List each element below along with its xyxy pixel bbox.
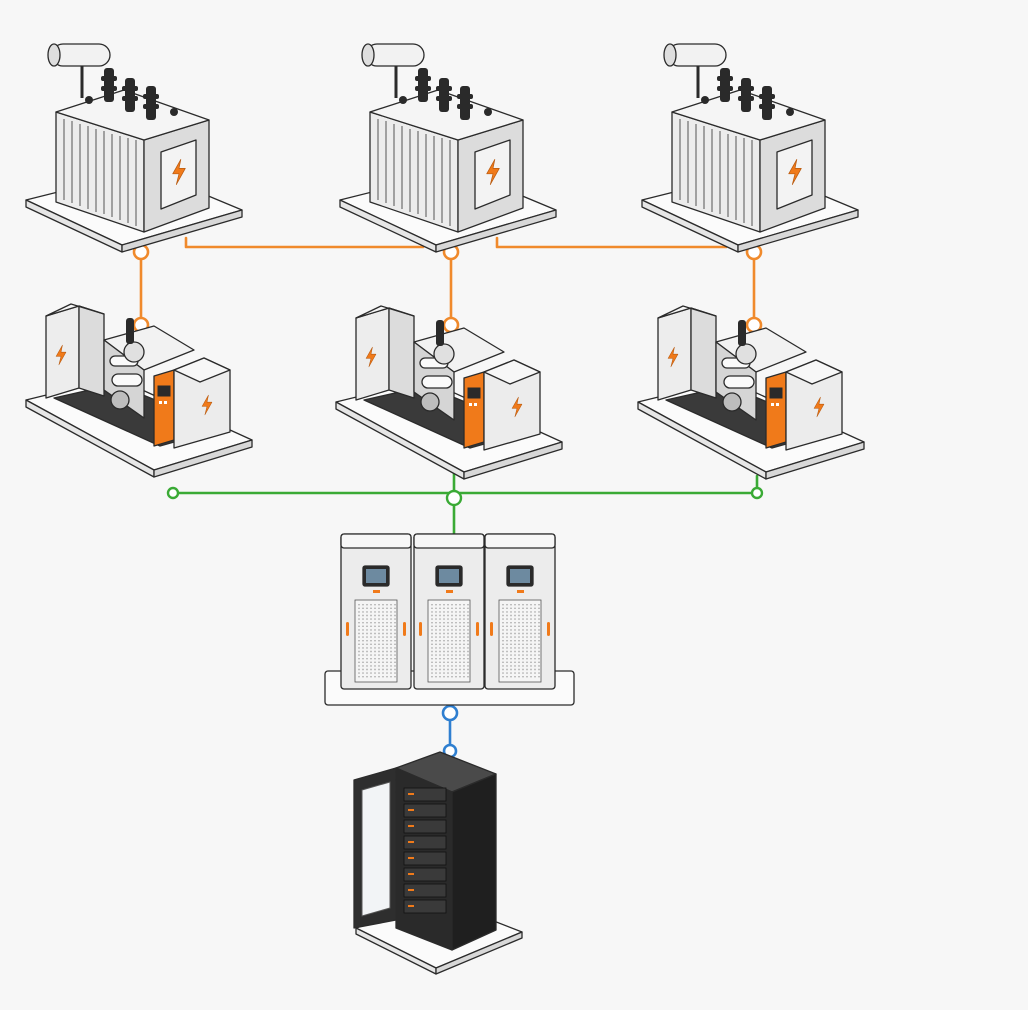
generator-3[interactable]	[638, 306, 864, 479]
transformer-2[interactable]	[340, 44, 556, 252]
generator-2-bus-node-icon	[445, 489, 463, 507]
generator-2[interactable]	[336, 306, 562, 479]
ups-cabinet-2[interactable]	[413, 533, 485, 690]
ups-output-node-icon	[441, 704, 459, 722]
generator-bus	[171, 472, 759, 535]
generator-1[interactable]	[26, 304, 252, 477]
server-rack[interactable]	[353, 751, 523, 975]
transformer-1[interactable]	[26, 44, 242, 252]
generator-3-bus-node-icon	[750, 486, 764, 500]
generator-1-bus-node-icon	[166, 486, 180, 500]
ups-bank[interactable]	[324, 533, 575, 706]
transformer-3[interactable]	[642, 44, 858, 252]
ups-cabinet-1[interactable]	[340, 533, 412, 690]
ups-cabinet-3[interactable]	[484, 533, 556, 690]
